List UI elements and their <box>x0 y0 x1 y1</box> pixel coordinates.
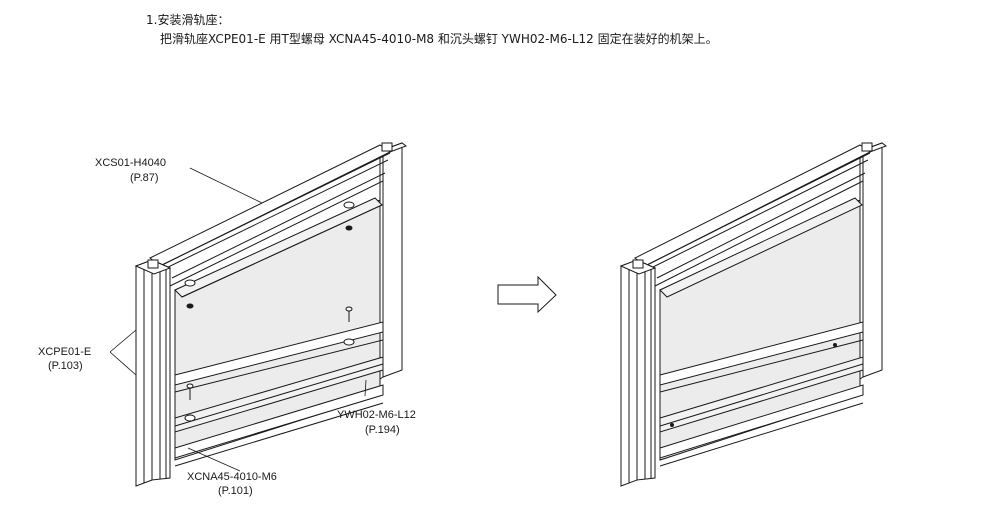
corner-cap-top-left <box>147 259 159 269</box>
leader-lines <box>109 167 367 472</box>
left-post-inner <box>151 259 171 481</box>
callout-tnut-part: XCNA45-4010-M6 <box>187 471 277 483</box>
callout-frame-page: (P.87) <box>130 172 159 184</box>
bottom-rail <box>174 384 384 459</box>
middle-rail <box>174 321 384 386</box>
right-post-side <box>379 149 384 380</box>
callout-frame-part: XCS01-H4040 <box>95 157 166 169</box>
callout-screw-part: YWH02-M6-L12 <box>337 409 416 421</box>
exploded-frame-drawing <box>134 142 408 487</box>
step-description: 把滑轨座XCPE01-E 用T型螺母 XCNA45-4010-M8 和沉头螺钉 … <box>160 32 718 46</box>
screw-set <box>184 201 355 422</box>
corner-cap-top-right <box>381 142 393 152</box>
callout-slide-seat-page: (P.103) <box>48 360 83 372</box>
assembled-frame-drawing <box>619 142 888 487</box>
callout-screw-page: (P.194) <box>365 424 400 436</box>
callout-slide-seat-part: XCPE01-E <box>38 346 91 358</box>
callout-tnut-page: (P.101) <box>218 485 253 497</box>
right-post-front <box>382 142 403 378</box>
step-title: 1.安装滑轨座： <box>146 13 230 27</box>
next-step-arrow <box>497 275 557 314</box>
